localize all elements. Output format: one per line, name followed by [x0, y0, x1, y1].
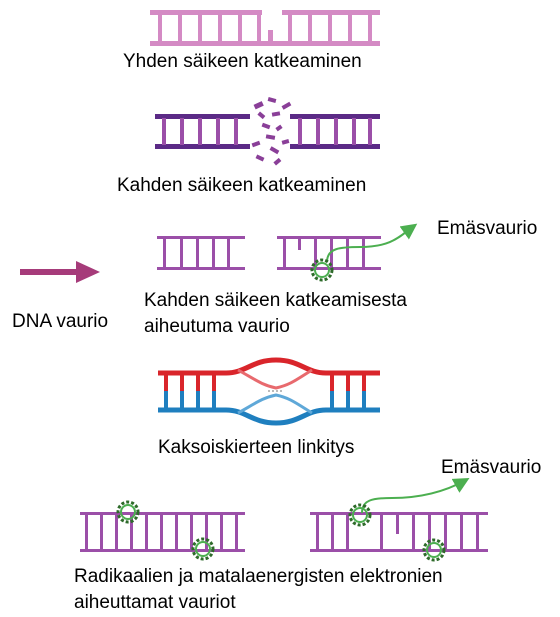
double-strand-break-dna — [155, 97, 380, 166]
dsb-induced-left-dna — [157, 236, 245, 270]
radical-damage-label-line2: aiheuttamat vauriot — [74, 592, 236, 613]
radical-damage-label-line1: Radikaalien ja matalaenergisten elektron… — [74, 566, 443, 587]
base-damage-label-top: Emäsvaurio — [437, 218, 538, 239]
damage-site-icon — [116, 500, 140, 524]
base-damage-arrow-bottom — [361, 478, 470, 514]
crosslink-dna — [158, 357, 380, 426]
crosslink-label: Kaksoiskierteen linkitys — [158, 437, 355, 458]
base-damage-arrow-top — [326, 223, 418, 263]
dna-damage-label: DNA vaurio — [12, 311, 109, 332]
fragments — [251, 97, 292, 166]
damage-site-icon — [310, 258, 334, 282]
damage-site-icon — [422, 538, 446, 562]
dna-damage-arrow — [20, 261, 100, 283]
single-strand-break-dna — [150, 10, 380, 46]
base-damage-label-bottom: Emäsvaurio — [441, 457, 542, 478]
single-strand-break-label: Yhden säikeen katkeaminen — [123, 51, 362, 72]
damage-site-icon — [191, 537, 215, 561]
radical-right-dna — [310, 512, 488, 552]
dsb-induced-label-line2: aiheutuma vaurio — [144, 316, 290, 337]
dsb-induced-label-line1: Kahden säikeen katkeamisesta — [144, 290, 407, 311]
radical-left-dna — [80, 512, 245, 552]
damage-site-icon — [348, 503, 372, 527]
double-strand-break-label: Kahden säikeen katkeaminen — [117, 175, 367, 196]
